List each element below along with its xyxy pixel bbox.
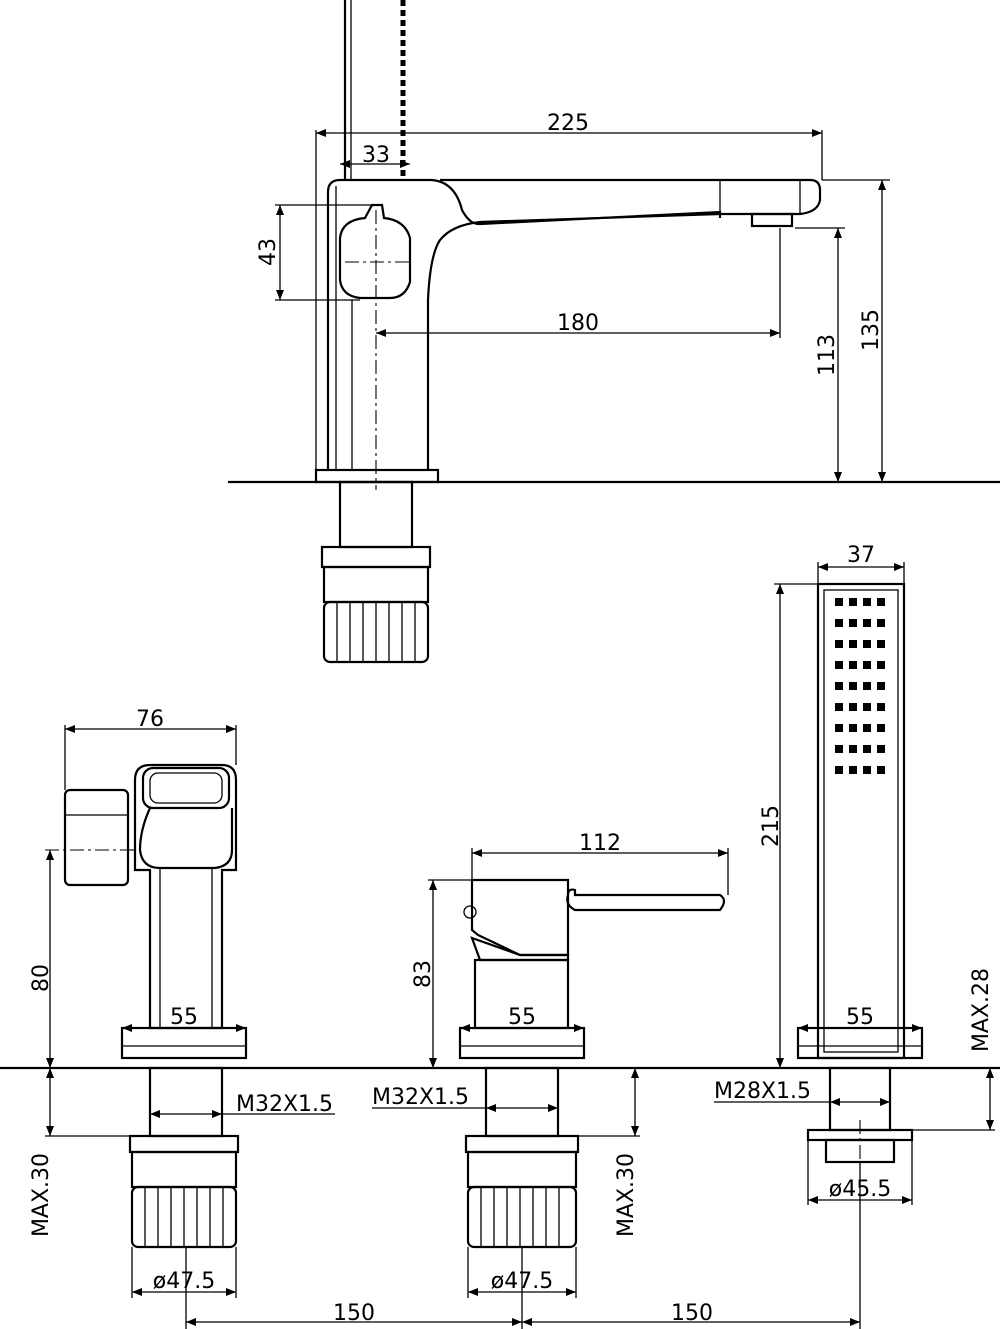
nozzle: [877, 619, 885, 627]
nozzle: [863, 619, 871, 627]
nozzle: [863, 766, 871, 774]
nozzle: [849, 703, 857, 711]
nozzle: [835, 724, 843, 732]
mixer-shank: [484, 1066, 560, 1138]
nozzle: [863, 745, 871, 753]
shank-top: [338, 480, 414, 549]
mixer-view: 112 83 55 M32X1.5 MAX.30 ø47.5: [372, 831, 729, 1298]
label-55-left: 55: [170, 1005, 198, 1030]
nozzle: [849, 619, 857, 627]
mixer-indicator: [463, 905, 477, 919]
nozzle: [877, 661, 885, 669]
nozzle: [835, 745, 843, 753]
nozzle: [835, 661, 843, 669]
handle: [338, 203, 412, 300]
nut-top-upper: [322, 565, 430, 604]
label-thread-left: M32X1.5: [236, 1092, 333, 1117]
nozzle: [849, 745, 857, 753]
nozzle: [849, 598, 857, 606]
nut-top-knurl: [336, 602, 416, 662]
nozzle: [877, 640, 885, 648]
label-112: 112: [579, 831, 621, 856]
mixer-nut: [466, 1185, 578, 1249]
nozzle: [849, 640, 857, 648]
handshower-nozzles: [835, 598, 885, 774]
nozzle: [849, 682, 857, 690]
nozzle: [849, 766, 857, 774]
spout-body: [326, 178, 722, 470]
mixer-lever: [566, 888, 726, 912]
label-76: 76: [136, 707, 164, 732]
label-80: 80: [29, 964, 54, 992]
nozzle: [863, 661, 871, 669]
mixer-collar: [470, 936, 570, 962]
diverter-top-cap-inner: [149, 772, 223, 804]
label-33: 33: [362, 143, 390, 168]
aerator: [750, 212, 794, 228]
label-thread-right: M28X1.5: [714, 1079, 811, 1104]
label-135: 135: [859, 309, 884, 351]
nozzle: [835, 766, 843, 774]
nozzle: [835, 598, 843, 606]
label-43: 43: [256, 238, 281, 266]
nozzle: [863, 703, 871, 711]
mixer-base: [458, 1026, 586, 1060]
label-55-middle: 55: [508, 1005, 536, 1030]
label-37: 37: [847, 543, 875, 568]
spout-view: 225 33 43 180 113 135: [228, 0, 1000, 664]
label-225: 225: [547, 111, 589, 136]
diverter-nut-knurl: [144, 1187, 224, 1247]
label-dia-left: ø47.5: [153, 1269, 215, 1294]
nozzle: [849, 661, 857, 669]
nozzle: [877, 724, 885, 732]
label-180: 180: [557, 311, 599, 336]
mixer-nut-knurl: [480, 1187, 560, 1247]
spacing-dims: 150 150: [185, 1162, 861, 1329]
diverter-nut-upper: [130, 1150, 238, 1189]
nozzle: [835, 703, 843, 711]
base-plate-top: [314, 468, 440, 484]
label-215: 215: [759, 805, 784, 847]
nozzle: [877, 703, 885, 711]
nozzle: [863, 724, 871, 732]
nozzle: [863, 598, 871, 606]
label-spacing-right: 150: [671, 1301, 713, 1326]
label-83: 83: [411, 960, 436, 988]
nozzle: [835, 640, 843, 648]
nozzle: [877, 598, 885, 606]
mixer-nut-upper: [466, 1150, 578, 1189]
diverter-washer: [128, 1134, 240, 1154]
nozzle: [835, 682, 843, 690]
diverter-shank: [148, 1066, 224, 1138]
handshower-view: 37 215 55 M28X1.5 MAX.28 ø45.5: [714, 543, 995, 1205]
nozzle: [863, 682, 871, 690]
label-max30-left: MAX.30: [29, 1153, 54, 1237]
label-113: 113: [815, 334, 840, 376]
spout-arm-top: [440, 178, 822, 216]
diverter-base: [120, 1026, 248, 1060]
mixer-washer: [464, 1134, 580, 1154]
washer-top: [320, 545, 432, 569]
nozzle: [877, 682, 885, 690]
nozzle: [849, 724, 857, 732]
diverter-top-cap: [141, 766, 231, 810]
label-max28: MAX.28: [969, 968, 994, 1052]
diverter-side-knob: [63, 788, 130, 887]
diverter-handle: [138, 807, 234, 870]
label-spacing-left: 150: [333, 1301, 375, 1326]
nozzle: [877, 745, 885, 753]
nozzle: [835, 619, 843, 627]
label-max30-middle: MAX.30: [614, 1153, 639, 1237]
diverter-view: 76 80 55 M32X1.5 MAX.30 ø47.5: [29, 707, 335, 1298]
diverter-body: [133, 763, 238, 1030]
nozzle: [863, 640, 871, 648]
nozzle: [877, 766, 885, 774]
label-55-right: 55: [846, 1005, 874, 1030]
handshower-inner: [823, 589, 899, 1053]
handshower-body: [816, 582, 906, 1060]
spout-arm-bottom: [426, 212, 721, 470]
label-thread-middle: M32X1.5: [372, 1085, 469, 1110]
